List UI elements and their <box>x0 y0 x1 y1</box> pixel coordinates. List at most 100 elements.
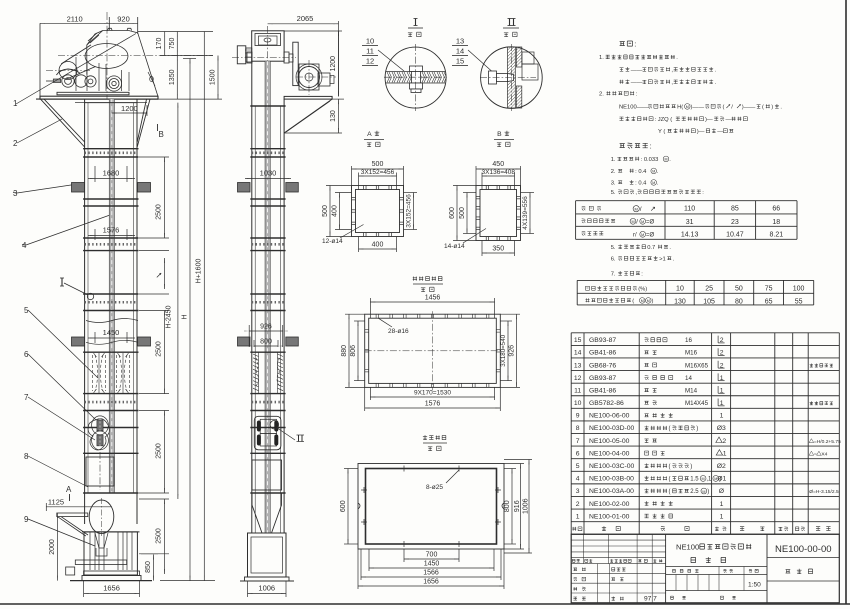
svg-text:1450: 1450 <box>103 328 120 337</box>
svg-text:350: 350 <box>492 246 504 253</box>
svg-text:NE100-03A-00: NE100-03A-00 <box>589 488 634 495</box>
svg-text:B: B <box>497 131 502 138</box>
svg-text:1: 1 <box>720 387 724 394</box>
svg-text:1576: 1576 <box>425 401 441 408</box>
svg-text:=Ø: =Ø <box>646 233 655 239</box>
svg-text:14: 14 <box>685 375 692 382</box>
svg-text:800: 800 <box>504 500 511 512</box>
svg-text:M: M <box>647 299 650 303</box>
svg-text:.: . <box>676 55 678 61</box>
svg-text:11: 11 <box>366 47 374 56</box>
svg-text:—: — <box>726 117 732 123</box>
svg-text:2065: 2065 <box>297 14 314 23</box>
svg-text:(: ( <box>723 105 725 111</box>
svg-text:14: 14 <box>574 350 582 357</box>
svg-text:X4: X4 <box>821 451 827 457</box>
svg-text:,1: ,1 <box>706 477 712 483</box>
svg-text:,: , <box>635 190 637 196</box>
svg-text:): ) <box>690 464 692 470</box>
svg-text:12: 12 <box>366 57 374 66</box>
svg-text:GB93-87: GB93-87 <box>589 337 616 344</box>
svg-text:850: 850 <box>145 561 152 573</box>
svg-text:—: — <box>717 129 723 135</box>
svg-text:2: 2 <box>576 501 580 508</box>
svg-text:2: 2 <box>720 337 724 344</box>
svg-text:18: 18 <box>772 219 780 226</box>
svg-text:1450: 1450 <box>424 561 440 568</box>
svg-text:12: 12 <box>574 375 582 382</box>
svg-text:1006: 1006 <box>523 498 530 514</box>
svg-text:400: 400 <box>372 242 384 249</box>
svg-text:2500: 2500 <box>156 204 163 220</box>
svg-text:10: 10 <box>676 285 684 292</box>
svg-text:105: 105 <box>703 298 715 305</box>
svg-text:4: 4 <box>576 476 580 483</box>
svg-text:/: / <box>640 206 642 213</box>
svg-text:926: 926 <box>260 324 272 331</box>
svg-text:28-ø16: 28-ø16 <box>388 328 409 335</box>
svg-text:31: 31 <box>686 219 694 226</box>
svg-text:M16: M16 <box>685 350 698 357</box>
svg-text:1: 1 <box>576 513 580 520</box>
svg-text:): ) <box>707 489 709 495</box>
svg-text:)——: )—— <box>691 105 705 111</box>
svg-text:)——: )—— <box>742 105 756 111</box>
svg-text:NE100-04-00: NE100-04-00 <box>589 450 630 457</box>
svg-text:130: 130 <box>674 298 686 305</box>
svg-text:=: = <box>814 452 817 457</box>
svg-text:1030: 1030 <box>260 169 277 178</box>
svg-text::: : <box>634 40 636 49</box>
svg-text:1656: 1656 <box>423 579 439 586</box>
svg-text:3X180=540: 3X180=540 <box>500 334 507 366</box>
svg-text:GB68-76: GB68-76 <box>589 362 616 369</box>
svg-text:M: M <box>641 220 644 224</box>
svg-text:.: . <box>657 181 659 187</box>
svg-text:2: 2 <box>720 350 724 357</box>
svg-text:.: . <box>669 157 671 163</box>
svg-text:85: 85 <box>731 206 739 213</box>
svg-text:750: 750 <box>169 38 176 50</box>
svg-text:1656: 1656 <box>103 584 120 593</box>
svg-text:880: 880 <box>341 345 348 357</box>
svg-text:8-ø25: 8-ø25 <box>426 484 443 491</box>
svg-text:NE100-00-00: NE100-00-00 <box>775 544 832 555</box>
svg-text:M14: M14 <box>685 387 698 394</box>
svg-text:25: 25 <box>705 285 713 292</box>
svg-text:r/: r/ <box>633 233 637 239</box>
svg-text:,: , <box>671 68 673 74</box>
svg-text:M: M <box>686 105 689 109</box>
svg-text:1006: 1006 <box>258 584 275 593</box>
svg-text:Ø2: Ø2 <box>717 463 726 470</box>
svg-text:A: A <box>66 485 72 494</box>
svg-text:6: 6 <box>24 350 29 359</box>
svg-text:NE100-06-00: NE100-06-00 <box>589 413 630 420</box>
svg-text:1: 1 <box>720 501 724 508</box>
svg-text:14-ø14: 14-ø14 <box>444 243 465 250</box>
svg-text:NE100-03B-00: NE100-03B-00 <box>589 476 634 483</box>
svg-text:12-ø14: 12-ø14 <box>322 238 343 245</box>
svg-text:: 0.4: : 0.4 <box>635 169 647 175</box>
svg-text:1576: 1576 <box>103 226 120 235</box>
svg-text:H+1600: H+1600 <box>195 259 202 284</box>
svg-text:): ) <box>652 299 654 305</box>
svg-text:1: 1 <box>720 513 724 520</box>
svg-text:/: / <box>636 220 638 226</box>
svg-text:M: M <box>641 299 644 303</box>
svg-text:0.7: 0.7 <box>647 245 655 251</box>
svg-text:15: 15 <box>574 337 582 344</box>
svg-text:2.5: 2.5 <box>690 489 699 495</box>
svg-text:2.: 2. <box>599 92 604 98</box>
svg-text:450: 450 <box>492 161 504 168</box>
svg-text:806: 806 <box>350 345 357 357</box>
svg-text:2.: 2. <box>611 169 616 175</box>
svg-text:800: 800 <box>260 339 272 346</box>
svg-text:75: 75 <box>765 285 773 292</box>
svg-text:.: . <box>673 257 675 263</box>
svg-text:16: 16 <box>685 337 692 344</box>
svg-text:NE100——: NE100—— <box>619 105 649 111</box>
svg-text:A: A <box>367 131 372 138</box>
svg-text:B: B <box>159 130 164 139</box>
svg-text:3X152=456: 3X152=456 <box>361 169 395 176</box>
svg-text:(%): (%) <box>638 287 647 293</box>
svg-text:2110: 2110 <box>67 14 83 23</box>
